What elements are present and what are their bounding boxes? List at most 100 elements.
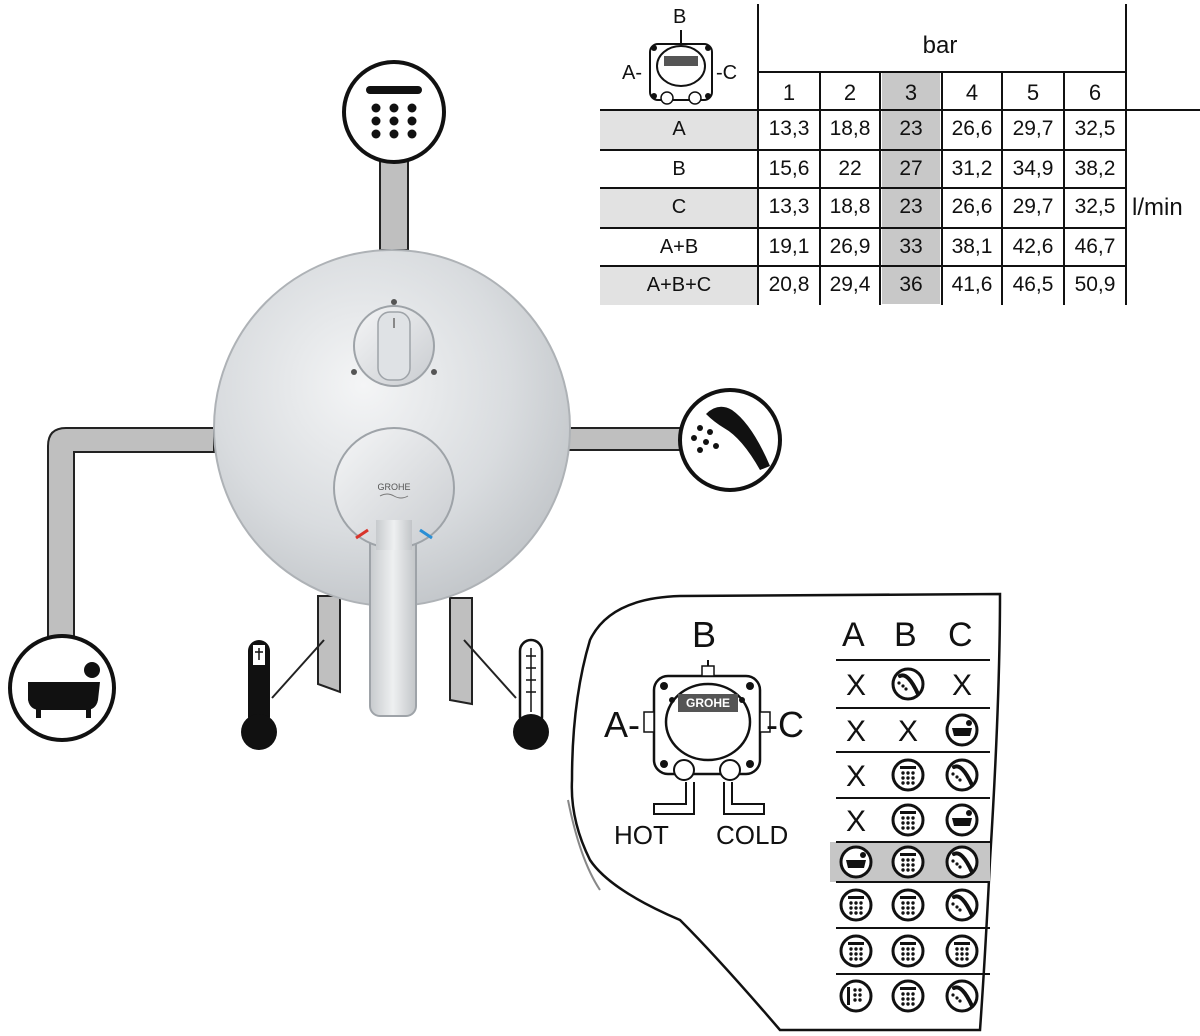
outlet-row-header: A+B+C (646, 274, 712, 296)
flow-value-cell: 41,6 (951, 273, 993, 296)
overhead-shower-icon (945, 934, 979, 968)
x-mark: X (846, 669, 866, 702)
bathtub-icon (945, 803, 979, 837)
flow-value-cell: 29,7 (1012, 117, 1054, 140)
flow-value-cell: 31,2 (951, 157, 993, 180)
mini-valve-diagram (649, 30, 713, 105)
pressure-column-header: 5 (1026, 80, 1040, 105)
indicator-dot (391, 299, 397, 305)
hand-shower-icon (678, 388, 782, 492)
flow-value-cell: 13,3 (768, 195, 810, 218)
valve-box-diagram: GROHE (643, 660, 771, 815)
indicator-dot (351, 369, 357, 375)
flow-value-cell: 42,6 (1012, 235, 1054, 258)
hand-shower-icon (945, 979, 979, 1013)
bathtub-icon (839, 845, 873, 879)
flow-value-cell: 29,4 (829, 273, 871, 296)
flow-value-cell: 36 (899, 273, 923, 296)
flow-value-cell: 46,7 (1074, 235, 1116, 258)
mini-port-b: B (673, 6, 687, 28)
pressure-column-header: 2 (843, 80, 857, 105)
overhead-shower-icon (342, 60, 446, 164)
flow-value-cell: 33 (899, 235, 923, 258)
flow-value-cell: 32,5 (1074, 195, 1116, 218)
panel-port-c: -C (766, 704, 804, 745)
cold-arrow (723, 782, 765, 815)
pipe-bathtub (47, 427, 215, 641)
bathtub-icon (945, 713, 979, 747)
overhead-shower-icon (891, 803, 925, 837)
mini-port-a: A- (622, 62, 642, 84)
outlet-row-header: A (672, 118, 686, 140)
overhead-shower-icon (891, 888, 925, 922)
flow-value-cell: 26,9 (829, 235, 871, 258)
overhead-shower-icon (891, 758, 925, 792)
outlet-column-head: C (948, 616, 973, 654)
pipe-overhead (379, 157, 409, 251)
side-spray-icon (839, 979, 873, 1013)
pressure-unit-label: bar (922, 32, 958, 59)
outlet-row-header: C (671, 196, 687, 218)
pressure-column-header: 6 (1088, 80, 1102, 105)
flow-value-cell: 20,8 (768, 273, 810, 296)
panel-port-a: A- (604, 704, 640, 745)
bathtub-icon (8, 634, 116, 742)
cold-label: COLD (716, 820, 789, 850)
pressure-column-header: 4 (965, 80, 979, 105)
flow-rate-table (600, 4, 1200, 305)
outlet-row-header: B (672, 158, 686, 180)
flow-value-cell: 27 (899, 157, 923, 180)
outlet-row-header: A+B (659, 236, 699, 258)
flow-value-cell: 26,6 (951, 117, 993, 140)
indicator-dot (431, 369, 437, 375)
logo-wave (379, 493, 409, 499)
x-mark: X (952, 669, 972, 702)
pipe-cold-inlet (449, 597, 473, 706)
overhead-shower-icon (891, 979, 925, 1013)
flow-value-cell: 18,8 (829, 195, 871, 218)
mini-port-c: -C (716, 62, 738, 84)
flow-value-cell: 38,1 (951, 235, 993, 258)
row-shading (600, 111, 758, 305)
flow-value-cell: 38,2 (1074, 157, 1116, 180)
hand-shower-icon (945, 758, 979, 792)
hot-indicator (355, 528, 369, 540)
hand-shower-icon (891, 667, 925, 701)
flow-value-cell: 46,5 (1012, 273, 1054, 296)
flow-value-cell: 34,9 (1012, 157, 1054, 180)
hand-shower-icon (945, 888, 979, 922)
flow-value-cell: 29,7 (1012, 195, 1054, 218)
grohe-logo: GROHE (377, 482, 410, 492)
mixer-lever[interactable]: GROHE (333, 427, 455, 717)
flow-value-cell: 18,8 (829, 117, 871, 140)
cold-indicator (419, 528, 433, 540)
flow-value-cell: 22 (838, 157, 862, 180)
thermometer-hot-icon (241, 639, 325, 750)
outlet-column-head: A (842, 616, 865, 654)
x-mark: X (846, 805, 866, 838)
hand-shower-icon (945, 845, 979, 879)
diverter-panel: GROHE (567, 592, 1002, 1032)
overhead-shower-icon (839, 888, 873, 922)
panel-brand: GROHE (686, 696, 730, 710)
flow-value-cell: 32,5 (1074, 117, 1116, 140)
flow-value-cell: 19,1 (768, 235, 810, 258)
outlet-column-head: B (894, 616, 917, 654)
diverter-knob[interactable] (353, 305, 435, 387)
overhead-shower-icon (891, 845, 925, 879)
x-mark: X (846, 715, 866, 748)
x-mark: X (846, 760, 866, 793)
flow-value-cell: 23 (899, 195, 923, 218)
flow-value-cell: 13,3 (768, 117, 810, 140)
thermometer-cold-icon (463, 638, 549, 750)
pressure-column-header: 3 (904, 80, 918, 105)
panel-port-b: B (692, 614, 717, 655)
pipe-hand-shower (565, 427, 685, 451)
pressure-column-header: 1 (782, 80, 796, 105)
flow-value-cell: 23 (899, 117, 923, 140)
overhead-shower-icon (839, 934, 873, 968)
flow-unit-label: l/min (1132, 194, 1183, 221)
overhead-shower-icon (891, 934, 925, 968)
